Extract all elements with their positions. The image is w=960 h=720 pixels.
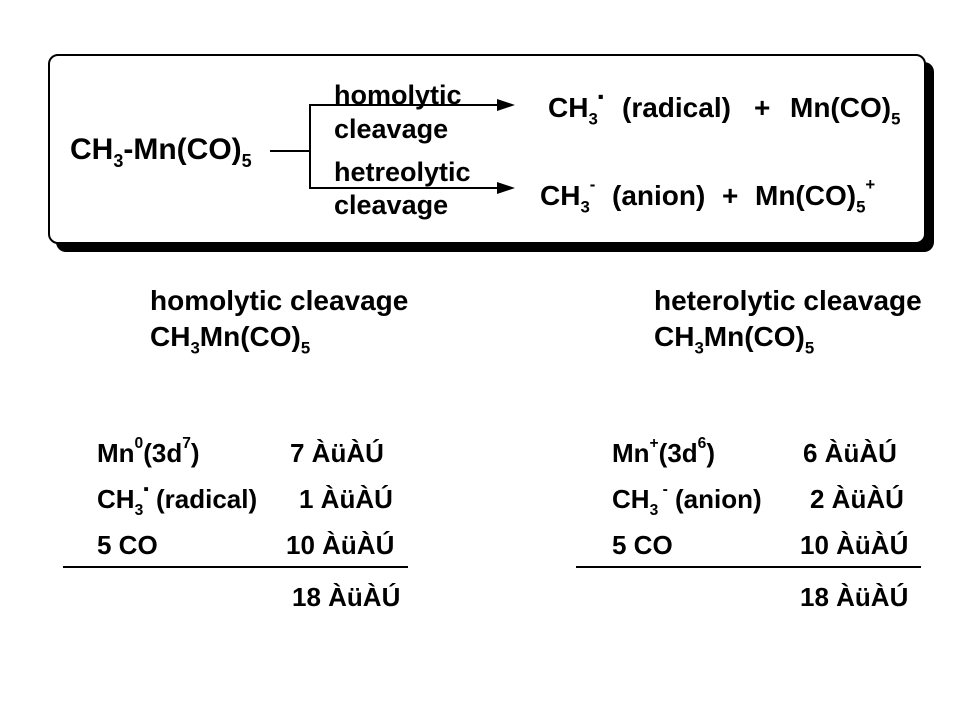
reactant-formula: CH3-Mn(CO)5	[70, 133, 252, 172]
right-total: 18 ÀüÀÚ	[800, 582, 909, 612]
branch-stem	[270, 150, 310, 152]
left-sum-line	[63, 566, 408, 568]
right-row-2-species: CH3 - (anion)	[612, 480, 762, 520]
left-panel-formula: CH3Mn(CO)5	[150, 321, 311, 358]
right-row-3-species: 5 CO	[612, 530, 673, 560]
right-row-1-count: 6 ÀüÀÚ	[803, 438, 897, 468]
right-row-3-count: 10 ÀüÀÚ	[800, 530, 909, 560]
left-row-3-count: 10 ÀüÀÚ	[286, 530, 395, 560]
left-row-2-species: CH3▪ (radical)	[97, 480, 258, 520]
homolytic-product-metal: Mn(CO)5	[790, 92, 901, 129]
heterolytic-product-methyl: CH3-	[540, 174, 596, 217]
homolytic-plus: +	[754, 92, 771, 123]
left-row-1-species: Mn0(3d7)	[97, 434, 200, 468]
heterolytic-arrow-shaft	[309, 187, 499, 189]
right-panel-formula: CH3Mn(CO)5	[654, 321, 815, 358]
right-panel-title: heterolytic cleavage	[654, 285, 922, 316]
homolytic-arrow-head	[497, 99, 515, 111]
branch-vertical	[309, 104, 311, 188]
reaction-box	[48, 54, 926, 244]
homolytic-product-tag: (radical)	[622, 92, 731, 123]
heterolytic-label-line2: cleavage	[334, 190, 449, 220]
heterolytic-product-metal: Mn(CO)5+	[755, 174, 876, 217]
heterolytic-label-line1: hetreolytic	[334, 157, 471, 187]
left-row-2-count: 1 ÀüÀÚ	[299, 484, 393, 514]
left-row-1-count: 7 ÀüÀÚ	[290, 438, 384, 468]
heterolytic-arrow-head	[497, 182, 515, 194]
heterolytic-plus: +	[722, 180, 739, 211]
right-row-2-count: 2 ÀüÀÚ	[810, 484, 904, 514]
right-row-1-species: Mn+(3d6)	[612, 434, 716, 468]
left-total: 18 ÀüÀÚ	[292, 582, 401, 612]
homolytic-label-line1: homolytic	[334, 80, 462, 110]
left-row-3-species: 5 CO	[97, 530, 158, 560]
heterolytic-product-tag: (anion)	[612, 180, 706, 211]
left-panel-title: homolytic cleavage	[150, 285, 409, 316]
homolytic-product-methyl: CH3▪	[548, 86, 604, 129]
homolytic-arrow-shaft	[309, 104, 499, 106]
homolytic-label-line2: cleavage	[334, 114, 449, 144]
right-sum-line	[576, 566, 921, 568]
